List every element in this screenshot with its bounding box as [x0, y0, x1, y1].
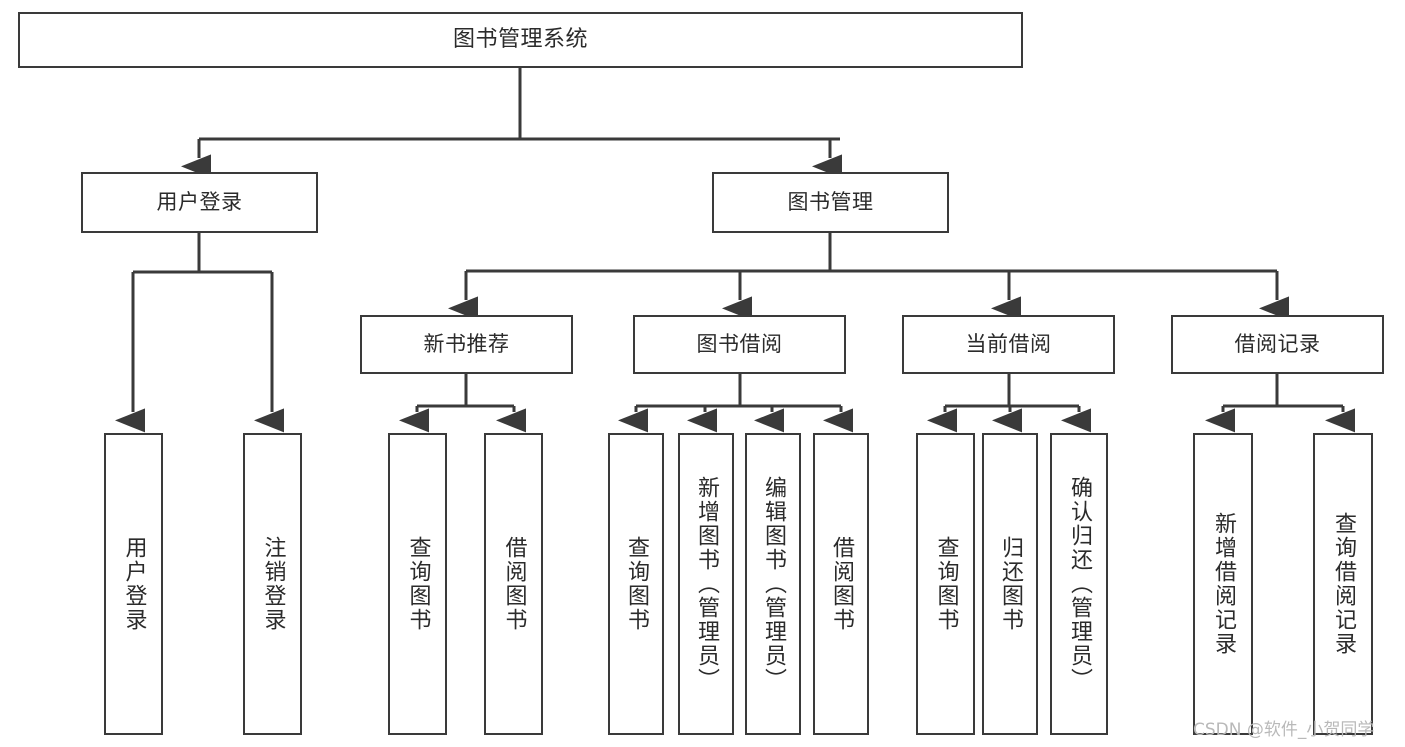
node-leaf-edit-book-label: 编辑图书（管理员） [761, 476, 786, 692]
node-leaf-query-record-label: 查询借阅记录 [1331, 512, 1356, 656]
node-leaf-query-record[interactable]: 查询借阅记录 [1313, 433, 1373, 735]
node-borrow-record-label: 借阅记录 [1234, 332, 1321, 357]
node-leaf-user-login-label: 用户登录 [121, 536, 147, 632]
node-leaf-query-book-1-label: 查询图书 [405, 536, 431, 632]
node-current-borrow-label: 当前借阅 [965, 332, 1052, 357]
node-new-book-rec[interactable]: 新书推荐 [360, 315, 573, 374]
node-leaf-add-record[interactable]: 新增借阅记录 [1193, 433, 1253, 735]
node-leaf-confirm-return-label: 确认归还（管理员） [1067, 476, 1092, 692]
node-leaf-query-book-1[interactable]: 查询图书 [388, 433, 447, 735]
node-leaf-borrow-book-1-label: 借阅图书 [501, 536, 527, 632]
node-leaf-add-book-label: 新增图书（管理员） [694, 476, 719, 692]
node-user-login[interactable]: 用户登录 [81, 172, 318, 233]
node-leaf-user-login[interactable]: 用户登录 [104, 433, 163, 735]
node-leaf-borrow-book-2-label: 借阅图书 [829, 536, 854, 632]
node-leaf-return-book-label: 归还图书 [998, 536, 1023, 632]
node-leaf-confirm-return[interactable]: 确认归还（管理员） [1050, 433, 1108, 735]
node-user-login-label: 用户登录 [156, 190, 243, 215]
node-leaf-add-record-label: 新增借阅记录 [1211, 512, 1236, 656]
node-leaf-query-book-2[interactable]: 查询图书 [608, 433, 664, 735]
node-borrow-record[interactable]: 借阅记录 [1171, 315, 1384, 374]
node-leaf-add-book[interactable]: 新增图书（管理员） [678, 433, 734, 735]
node-root-label: 图书管理系统 [452, 27, 588, 53]
node-current-borrow[interactable]: 当前借阅 [902, 315, 1115, 374]
node-leaf-edit-book[interactable]: 编辑图书（管理员） [745, 433, 801, 735]
node-book-borrow-label: 图书借阅 [696, 332, 783, 357]
node-leaf-query-book-3[interactable]: 查询图书 [916, 433, 975, 735]
node-root[interactable]: 图书管理系统 [18, 12, 1023, 68]
node-leaf-borrow-book-2[interactable]: 借阅图书 [813, 433, 869, 735]
node-leaf-logout-label: 注销登录 [260, 536, 286, 632]
node-leaf-query-book-2-label: 查询图书 [624, 536, 649, 632]
node-leaf-borrow-book-1[interactable]: 借阅图书 [484, 433, 543, 735]
node-book-borrow[interactable]: 图书借阅 [633, 315, 846, 374]
node-book-manage[interactable]: 图书管理 [712, 172, 949, 233]
node-leaf-query-book-3-label: 查询图书 [933, 536, 959, 632]
node-leaf-logout[interactable]: 注销登录 [243, 433, 302, 735]
watermark-text: CSDN @软件_小贺同学 [1193, 720, 1375, 740]
node-leaf-return-book[interactable]: 归还图书 [982, 433, 1038, 735]
node-new-book-rec-label: 新书推荐 [423, 332, 510, 357]
node-book-manage-label: 图书管理 [787, 190, 874, 215]
